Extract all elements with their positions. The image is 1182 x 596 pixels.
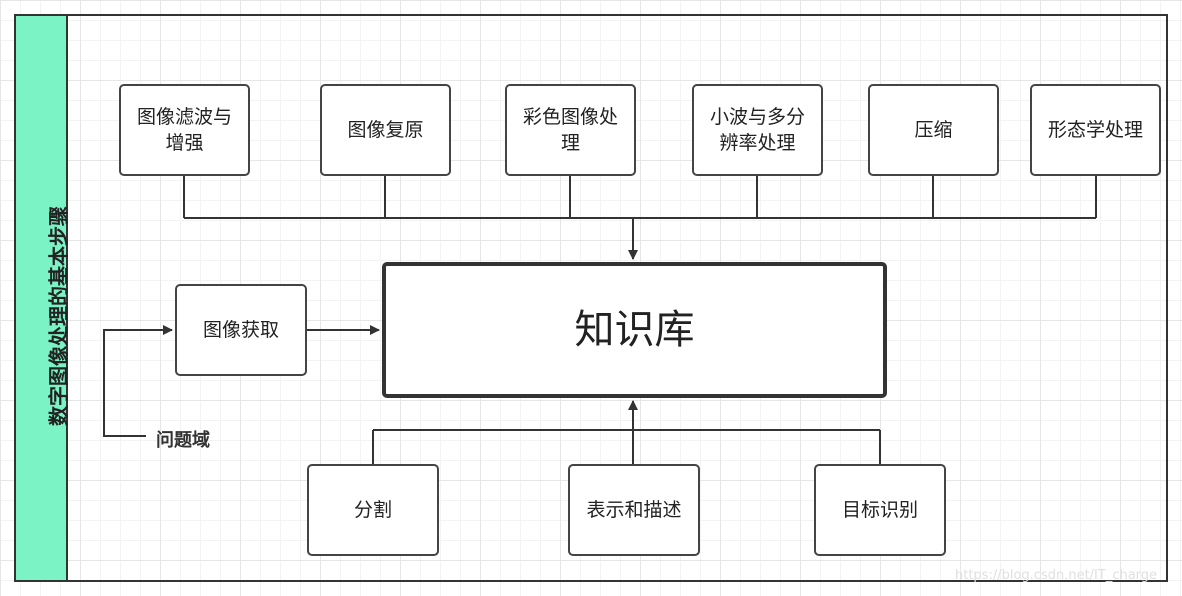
wavelet-multires-box: 小波与多分辨率处理 [692, 84, 823, 176]
problem-domain-label: 问题域 [156, 430, 210, 451]
segmentation-box: 分割 [307, 464, 439, 556]
filter-enhance-box: 图像滤波与增强 [119, 84, 250, 176]
compression-box: 压缩 [868, 84, 999, 176]
knowledge-base-box: 知识库 [382, 262, 887, 398]
sidebar-panel: 数字图像处理的基本步骤 [14, 14, 71, 582]
watermark-text: https://blog.csdn.net/IT_charge [955, 568, 1158, 583]
restoration-box: 图像复原 [320, 84, 451, 176]
object-recognition-box: 目标识别 [814, 464, 946, 556]
problem-domain-loop [103, 325, 173, 437]
representation-description-box: 表示和描述 [568, 464, 700, 556]
color-processing-box: 彩色图像处理 [505, 84, 636, 176]
image-acquisition-box: 图像获取 [175, 284, 307, 376]
morphology-box: 形态学处理 [1030, 84, 1161, 176]
